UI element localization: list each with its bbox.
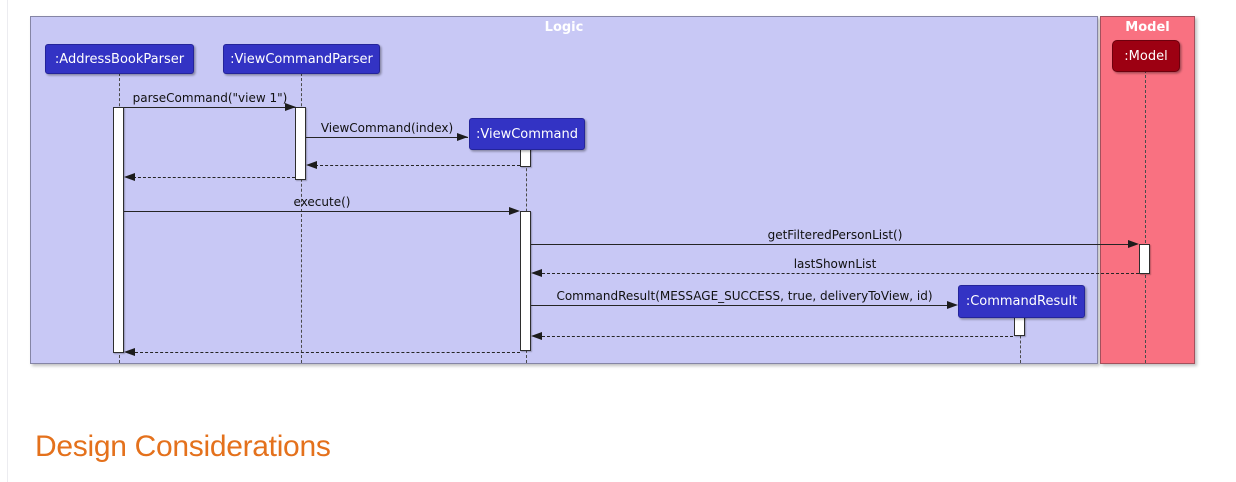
activation-addressbookparser	[113, 107, 124, 353]
participant-viewcommand: :ViewCommand	[469, 118, 585, 150]
message-line-getfilteredpersonlist	[531, 244, 1128, 245]
participant-addressbookparser-label: :AddressBookParser	[54, 51, 185, 67]
message-line-commandresult-create	[531, 305, 947, 306]
section-heading: Design Considerations	[35, 430, 331, 463]
arrowhead-parsecommand	[285, 103, 296, 111]
participant-addressbookparser: :AddressBookParser	[45, 44, 194, 74]
message-label-lastshownlist: lastShownList	[793, 257, 877, 271]
activation-viewcommand-execute	[520, 211, 531, 351]
participant-viewcommand-label: :ViewCommand	[475, 126, 579, 142]
arrowhead-getfilteredpersonlist	[1128, 240, 1139, 248]
activation-viewcommandparser	[295, 107, 306, 180]
message-label-commandresult-create: CommandResult(MESSAGE_SUCCESS, true, del…	[556, 289, 933, 303]
participant-commandresult-label: :CommandResult	[965, 294, 1078, 309]
message-label-getfilteredpersonlist: getFilteredPersonList()	[767, 228, 903, 242]
arrowhead-execute	[509, 207, 520, 215]
message-label-parsecommand: parseCommand("view 1")	[132, 91, 288, 105]
lifeline-commandresult	[1020, 316, 1021, 363]
message-label-viewcommand-create: ViewCommand(index)	[320, 121, 454, 135]
logic-frame: Logic	[30, 16, 1098, 364]
activation-model	[1139, 244, 1150, 274]
arrowhead-lastshownlist	[531, 269, 542, 277]
model-frame: Model	[1100, 16, 1195, 364]
arrowhead-viewcommand-create	[457, 133, 468, 141]
message-line-parsecommand	[124, 107, 296, 108]
message-label-execute: execute()	[293, 195, 351, 209]
arrowhead-return-commandresult	[531, 332, 542, 340]
message-line-return-execute	[135, 352, 520, 353]
arrowhead-commandresult-create	[947, 301, 958, 309]
lifeline-model	[1145, 70, 1146, 363]
model-frame-title: Model	[1125, 20, 1170, 35]
arrowhead-return-execute	[124, 348, 135, 356]
participant-model: :Model	[1112, 40, 1180, 72]
arrowhead-return-viewcommandparser	[124, 173, 135, 181]
message-line-viewcommand-create	[306, 137, 468, 138]
message-line-return-viewcommand	[315, 165, 520, 166]
participant-viewcommandparser: :ViewCommandParser	[223, 44, 380, 74]
activation-commandresult	[1014, 316, 1025, 336]
message-line-return-viewcommandparser	[133, 177, 295, 178]
participant-viewcommandparser-label: :ViewCommandParser	[230, 51, 373, 67]
participant-model-label: :Model	[1124, 48, 1168, 64]
lifeline-viewcommandparser	[301, 73, 302, 363]
page-left-border	[7, 0, 8, 482]
arrowhead-return-viewcommand	[306, 161, 317, 169]
message-line-return-commandresult	[542, 336, 1013, 337]
message-line-lastshownlist	[542, 273, 1139, 274]
message-line-execute	[124, 211, 509, 212]
participant-commandresult: :CommandResult	[958, 285, 1085, 318]
logic-frame-title: Logic	[544, 20, 584, 35]
activation-viewcommand-create	[520, 148, 531, 167]
